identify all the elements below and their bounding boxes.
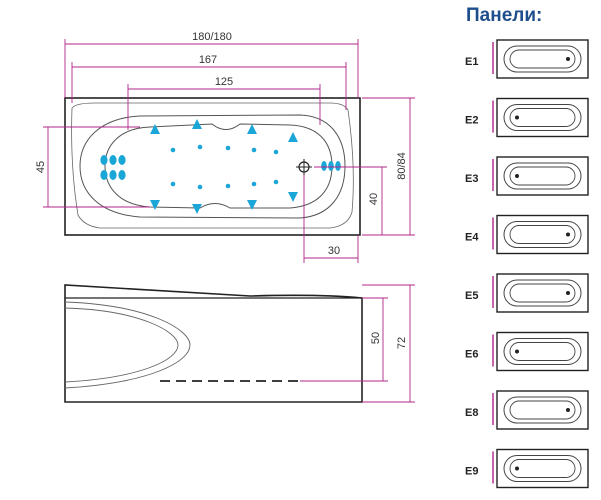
air-jet-dot bbox=[251, 147, 257, 153]
side-view-dimensions bbox=[300, 284, 415, 403]
dim-inner-length: 167 bbox=[199, 54, 217, 66]
side-jets-right bbox=[321, 161, 341, 171]
top-view: 180/180 167 125 45 80/84 40 30 bbox=[35, 31, 415, 263]
panel-drain-dot bbox=[515, 115, 519, 120]
panel-basin-outer bbox=[503, 45, 582, 73]
jet-oval bbox=[109, 155, 117, 165]
panel-e1: E1 bbox=[465, 39, 589, 79]
panel-e6: E6 bbox=[465, 331, 589, 372]
dim-jet-span: 125 bbox=[215, 76, 233, 88]
air-jet-dot bbox=[225, 145, 231, 151]
basin-outer bbox=[79, 114, 346, 219]
jet-triangle bbox=[150, 200, 160, 210]
panel-basin-outer bbox=[503, 162, 582, 190]
panel-drain-dot bbox=[515, 174, 519, 178]
air-jet-dot bbox=[225, 183, 231, 189]
jet-triangle bbox=[192, 204, 202, 214]
panel-e8: E8 bbox=[465, 390, 589, 430]
air-jet-dot bbox=[170, 181, 176, 187]
panel-basin-inner bbox=[509, 283, 576, 303]
dim-overall-length: 180/180 bbox=[192, 31, 232, 43]
basin-inner bbox=[104, 123, 333, 209]
panel-drain-dot bbox=[566, 408, 570, 412]
jet-triangle bbox=[288, 132, 298, 142]
panel-basin-outer bbox=[503, 396, 582, 424]
panel-basin-inner bbox=[509, 225, 576, 244]
panel-e3: E3 bbox=[465, 156, 589, 196]
jet-triangle bbox=[288, 192, 298, 202]
panel-e4: E4 bbox=[465, 214, 589, 255]
jet-oval bbox=[118, 155, 126, 165]
side-curve-outer bbox=[64, 301, 191, 389]
dim-total-width: 80/84 bbox=[396, 152, 408, 180]
panel-drain-dot bbox=[515, 349, 519, 354]
jet-oval bbox=[321, 161, 327, 171]
air-jet-dot bbox=[170, 147, 176, 153]
tub-rim bbox=[71, 102, 354, 229]
jet-oval bbox=[109, 170, 117, 180]
air-jet-dot bbox=[273, 179, 279, 185]
jet-oval bbox=[328, 161, 334, 171]
panel-e9: E9 bbox=[465, 448, 589, 489]
top-view-dimensions bbox=[43, 39, 415, 263]
air-jet-dot bbox=[197, 144, 203, 150]
panel-code: E5 bbox=[465, 290, 478, 302]
jet-oval bbox=[100, 155, 108, 165]
side-view: 50 72 bbox=[64, 284, 415, 403]
panel-basin-outer bbox=[503, 338, 582, 365]
panel-code: E8 bbox=[465, 407, 478, 419]
panel-drain-dot bbox=[566, 291, 570, 295]
panel-basin-inner bbox=[509, 459, 576, 478]
panel-basin-inner bbox=[509, 49, 576, 69]
jet-oval bbox=[335, 161, 341, 171]
panel-basin-outer bbox=[503, 221, 582, 248]
side-jets-left bbox=[100, 155, 126, 180]
jet-triangle bbox=[150, 124, 160, 134]
jet-oval bbox=[118, 170, 126, 180]
panel-basin-inner bbox=[509, 342, 576, 361]
panel-basin-outer bbox=[503, 279, 582, 307]
jet-oval bbox=[100, 170, 108, 180]
panel-e5: E5 bbox=[465, 273, 589, 313]
tub-outline-side bbox=[64, 284, 363, 403]
panel-basin-inner bbox=[509, 166, 576, 186]
air-jet-dot bbox=[273, 149, 279, 155]
panel-code: E3 bbox=[465, 173, 478, 185]
panel-code: E1 bbox=[465, 56, 478, 68]
hydro-jets bbox=[150, 119, 298, 214]
panel-basin-outer bbox=[503, 455, 582, 482]
panel-drain-dot bbox=[566, 232, 570, 237]
drain-icon bbox=[296, 159, 312, 175]
dim-drain-height: 40 bbox=[368, 193, 380, 205]
side-curve-inner bbox=[64, 307, 179, 383]
panel-basin-inner bbox=[509, 108, 576, 127]
panel-code: E9 bbox=[465, 466, 478, 478]
panels-title: Панели: bbox=[466, 5, 542, 26]
jet-triangle bbox=[247, 200, 257, 210]
dim-inner-depth: 50 bbox=[370, 332, 382, 344]
panel-basin-inner bbox=[509, 400, 576, 420]
panel-code: E6 bbox=[465, 349, 478, 361]
dim-total-height: 72 bbox=[396, 337, 408, 349]
jet-triangle bbox=[247, 124, 257, 134]
panel-drain-dot bbox=[515, 466, 519, 471]
air-jets bbox=[170, 144, 279, 190]
dim-drain-offset: 30 bbox=[328, 245, 340, 257]
panel-code: E2 bbox=[465, 115, 478, 127]
dim-width-left: 45 bbox=[35, 161, 47, 173]
panel-code: E4 bbox=[465, 232, 479, 244]
panel-basin-outer bbox=[503, 104, 582, 131]
air-jet-dot bbox=[251, 181, 257, 187]
air-jet-dot bbox=[197, 184, 203, 190]
panel-drain-dot bbox=[566, 57, 570, 61]
jet-triangle bbox=[192, 119, 202, 129]
panel-e2: E2 bbox=[465, 97, 589, 138]
